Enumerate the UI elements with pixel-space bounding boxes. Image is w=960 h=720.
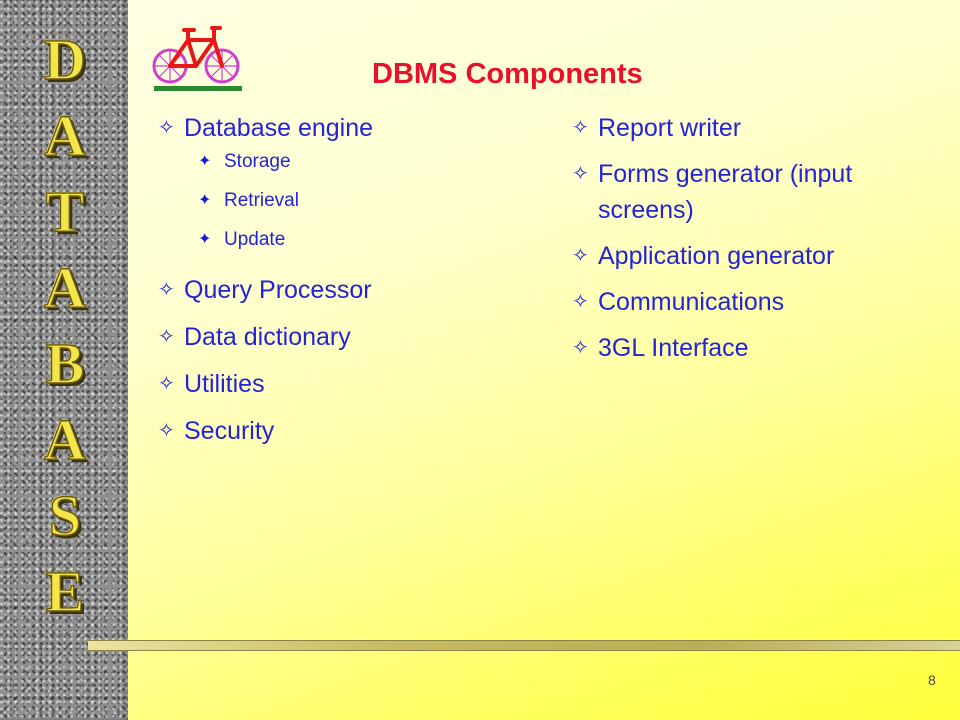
sidebar-letter: S xyxy=(48,482,82,549)
sub-item-label: Storage xyxy=(224,151,291,172)
sub-bullet-list: ✦ Storage ✦ Retrieval ✦ Update xyxy=(198,149,498,266)
list-item-label: Communications xyxy=(598,288,785,316)
sidebar-letter: D xyxy=(43,26,86,93)
bicycle-icon xyxy=(152,26,242,91)
list-item-label: Security xyxy=(184,417,275,445)
list-item: ✧ Forms generator (input screens) xyxy=(572,156,942,228)
sparkle-bullet-icon: ✧ xyxy=(158,420,175,442)
list-item-label: 3GL Interface xyxy=(598,334,749,362)
sidebar-letter: A xyxy=(43,102,86,169)
star-bullet-icon: ✦ xyxy=(198,231,212,248)
sub-item-label: Retrieval xyxy=(224,190,299,211)
sub-list-item: ✦ Storage xyxy=(198,149,498,188)
sidebar-letter: T xyxy=(45,178,85,245)
list-item: ✧ Utilities xyxy=(158,366,498,402)
sub-list-item: ✦ Update xyxy=(198,227,498,266)
sidebar-letter: B xyxy=(45,330,85,397)
sparkle-bullet-icon: ✧ xyxy=(158,373,175,395)
sparkle-bullet-icon: ✧ xyxy=(572,163,589,185)
bicycle-frame xyxy=(168,26,224,68)
sparkle-bullet-icon: ✧ xyxy=(572,117,589,139)
sparkle-bullet-icon: ✧ xyxy=(572,337,589,359)
list-item-label: Forms generator (input screens) xyxy=(598,160,853,224)
vertical-database-word: D A T A B A S E xyxy=(32,22,98,630)
page-number: 8 xyxy=(928,672,936,688)
left-bullet-list: ✧ Database engine ✦ Storage ✦ Retrieval … xyxy=(158,110,498,460)
list-item: ✧ Application generator xyxy=(572,238,942,274)
list-item: ✧ Report writer xyxy=(572,110,942,146)
right-bullet-list: ✧ Report writer ✧ Forms generator (input… xyxy=(572,110,942,376)
list-item: ✧ Communications xyxy=(572,284,942,320)
sparkle-bullet-icon: ✧ xyxy=(572,245,589,267)
list-item-label: Report writer xyxy=(598,114,742,142)
star-bullet-icon: ✦ xyxy=(198,192,212,209)
title-divider-bar xyxy=(88,640,960,651)
list-item: ✧ Data dictionary xyxy=(158,319,498,355)
list-item: ✧ 3GL Interface xyxy=(572,330,942,366)
bicycle-ground xyxy=(154,86,242,91)
list-item-label: Query Processor xyxy=(184,276,372,304)
sub-item-label: Update xyxy=(224,229,286,250)
list-item-label: Data dictionary xyxy=(184,323,351,351)
list-item: ✧ Security xyxy=(158,413,498,449)
star-bullet-icon: ✦ xyxy=(198,153,212,170)
list-item: ✧ Query Processor xyxy=(158,272,498,308)
slide-title: DBMS Components xyxy=(372,58,643,90)
sparkle-bullet-icon: ✧ xyxy=(158,117,175,139)
sparkle-bullet-icon: ✧ xyxy=(572,291,589,313)
sparkle-bullet-icon: ✧ xyxy=(158,326,175,348)
list-item-label: Database engine xyxy=(184,114,374,142)
list-item-label: Application generator xyxy=(598,242,835,270)
sidebar-letter: A xyxy=(43,406,86,473)
granite-sidebar: D A T A B A S E xyxy=(0,0,128,720)
sidebar-letter: E xyxy=(45,558,85,625)
list-item-label: Utilities xyxy=(184,370,265,398)
sparkle-bullet-icon: ✧ xyxy=(158,279,175,301)
sub-list-item: ✦ Retrieval xyxy=(198,188,498,227)
list-item: ✧ Database engine ✦ Storage ✦ Retrieval … xyxy=(158,110,498,266)
sidebar-letter: A xyxy=(43,254,86,321)
